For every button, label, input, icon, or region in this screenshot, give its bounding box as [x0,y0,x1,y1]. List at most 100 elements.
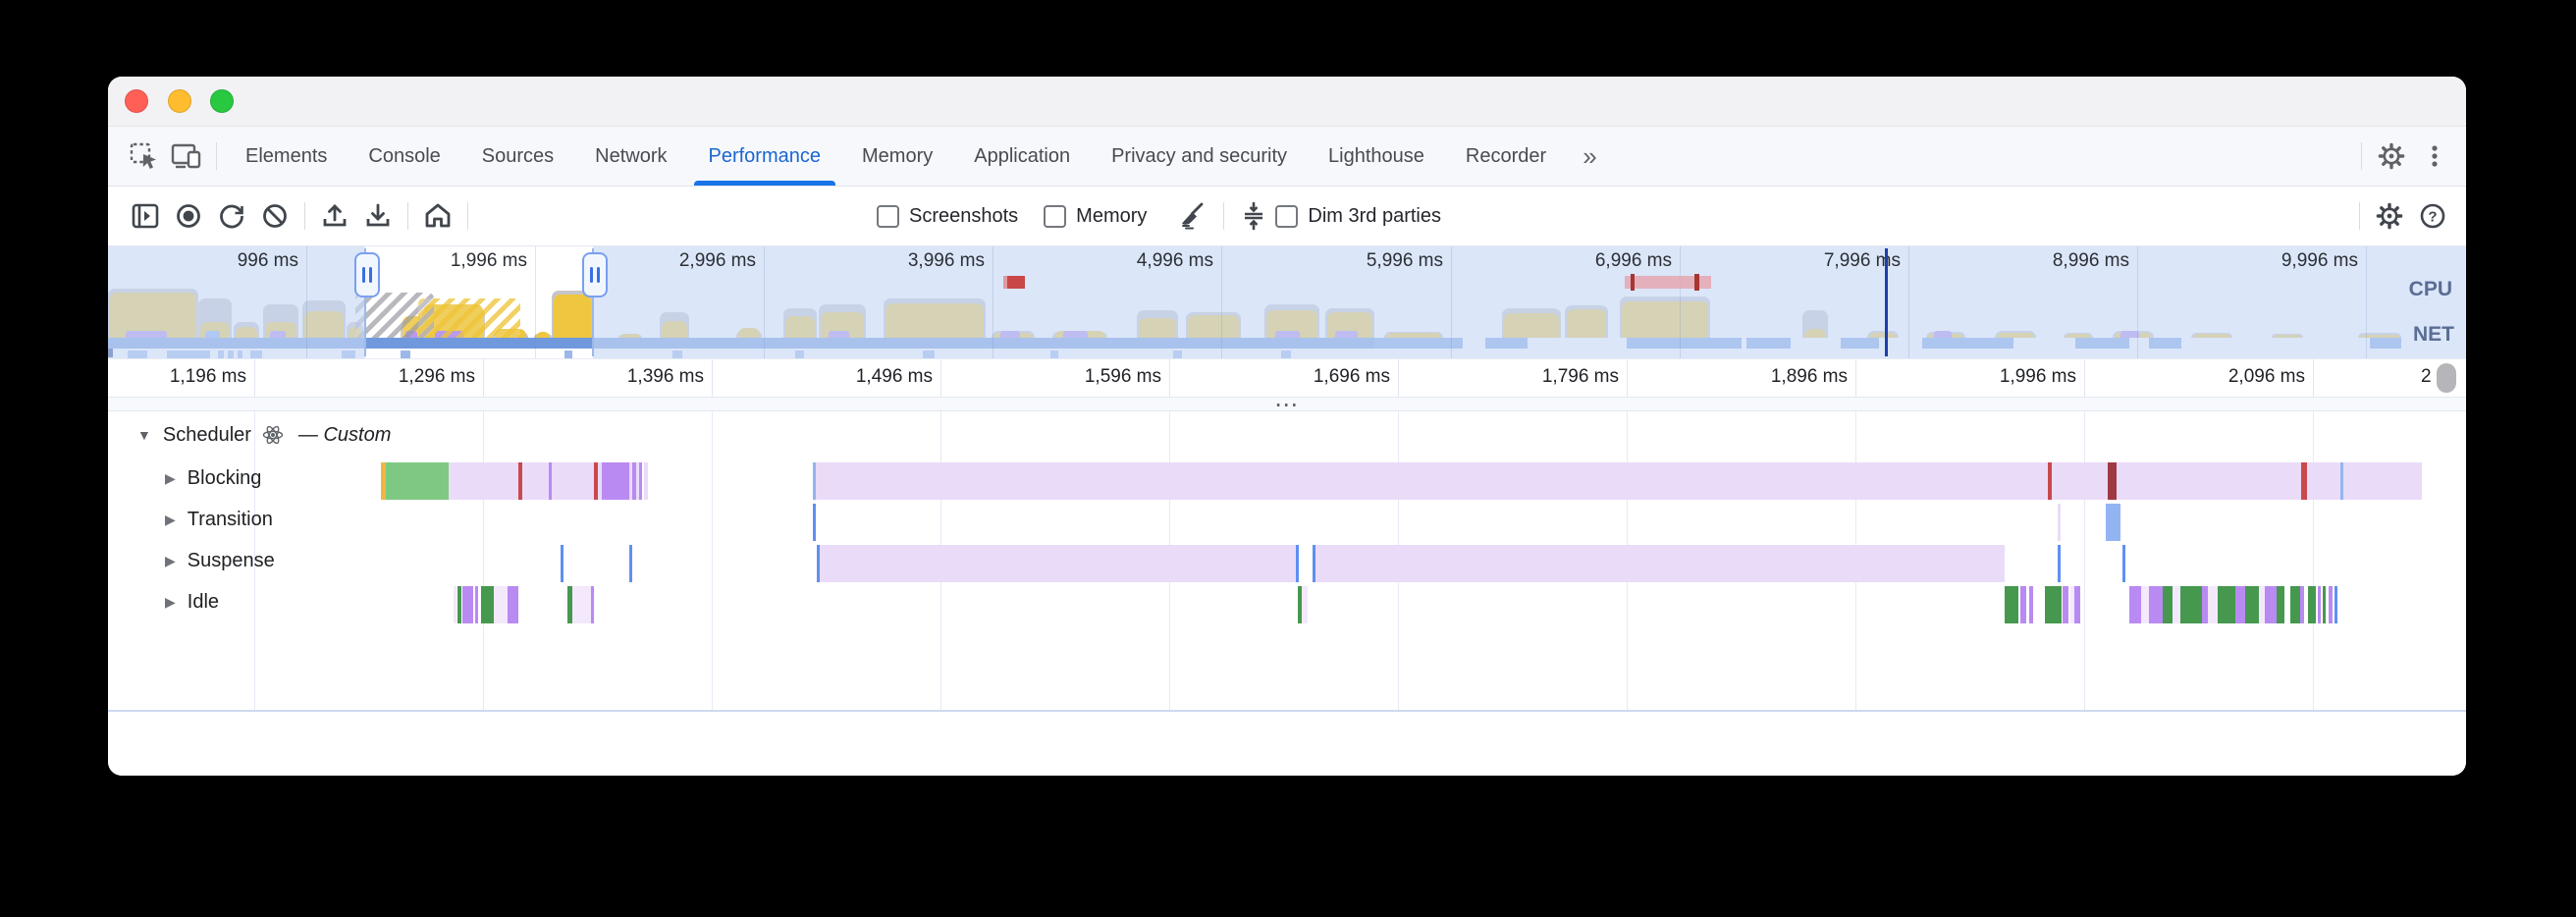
tab-memory[interactable]: Memory [862,144,934,167]
record-and-reload-icon[interactable] [210,194,253,238]
more-tabs-icon[interactable]: » [1583,140,1596,171]
close-button[interactable] [125,89,148,113]
record-icon[interactable] [167,194,210,238]
expand-triangle-icon[interactable]: ▶ [165,594,176,610]
ruler-time-label: 1,696 ms [1313,366,1390,387]
panel-splitter[interactable]: ⋯ [108,392,2466,418]
screenshots-checkbox-label[interactable]: Screenshots [909,204,1019,227]
help-icon[interactable]: ? [2411,194,2454,238]
tab-lighthouse[interactable]: Lighthouse [1328,144,1424,167]
minimize-button[interactable] [168,89,191,113]
ruler-time-label-partial: 2 [2421,366,2432,387]
row-label-idle[interactable]: ▶Idle [165,591,219,614]
overview-time-label: 4,996 ms [1136,250,1213,271]
tab-performance[interactable]: Performance [688,127,842,186]
overview-time-label: 2,996 ms [678,250,756,271]
overview-gridline [306,246,307,358]
divider [2361,142,2362,170]
expand-triangle-icon[interactable]: ▶ [165,553,176,568]
ruler-time-label: 1,496 ms [855,366,933,387]
ruler-gridline [712,359,713,397]
track-row-transition[interactable] [108,502,2466,543]
zoom-button[interactable] [210,89,234,113]
perf-bar [629,545,632,582]
selection-handle-left[interactable] [354,252,380,297]
perf-bar [2334,586,2337,623]
perf-bar [1296,545,1299,582]
perf-bar [2218,586,2235,623]
track-gridline [483,411,484,710]
perf-bar [2277,586,2284,623]
ruler-gridline [1855,359,1856,397]
clear-icon[interactable] [253,194,296,238]
expand-triangle-icon[interactable]: ▶ [165,512,176,527]
screenshots-checkbox[interactable] [877,204,899,228]
capture-settings-gear-icon[interactable] [2368,194,2411,238]
perf-bar [386,462,449,500]
perf-bar [561,545,564,582]
row-label-suspense[interactable]: ▶Suspense [165,550,275,572]
track-row-suspense[interactable] [108,543,2466,584]
selection-handle-right[interactable] [582,252,608,297]
row-label-transition[interactable]: ▶ Transition [165,509,273,531]
kebab-menu-icon[interactable] [2413,135,2456,178]
devtools-window: Elements Console Sources Network Performance… [108,77,2466,776]
tab-elements[interactable]: Elements [245,144,328,167]
svg-text:?: ? [2428,209,2437,226]
tab-sources[interactable]: Sources [481,144,555,167]
perf-bar [1313,545,1315,582]
perf-bar [457,586,461,623]
perf-bar [639,462,642,500]
track-row-idle[interactable] [108,584,2466,625]
memory-checkbox[interactable] [1044,204,1067,228]
row-label-text: Transition [187,509,273,530]
overview-time-label: 5,996 ms [1366,250,1443,271]
perf-bar [817,545,820,582]
garbage-collect-icon[interactable] [1172,194,1215,238]
perf-bar [2149,586,2163,623]
tab-recorder[interactable]: Recorder [1465,144,1547,167]
perf-bar [2029,586,2033,623]
overview-gridline [2137,246,2138,358]
device-toolbar-icon[interactable] [165,135,208,178]
playhead-cursor[interactable] [1885,248,1888,356]
live-metrics-home-icon[interactable] [416,194,459,238]
cpu-activity-shape [536,332,550,338]
perf-bar [2245,586,2259,623]
expand-triangle-icon[interactable]: ▶ [165,470,176,486]
ruler-gridline [1627,359,1628,397]
titlebar[interactable] [108,77,2466,127]
perf-bar [2106,504,2120,541]
scheduler-track-header[interactable]: ▼ Scheduler — Custom [137,423,391,447]
dim-3rd-parties-checkbox[interactable] [1275,204,1299,228]
dim-3rd-parties-checkbox-label[interactable]: Dim 3rd parties [1308,204,1442,227]
collapse-sections-icon[interactable] [1232,194,1275,238]
tab-application[interactable]: Application [974,144,1071,167]
perf-bar [2235,586,2245,623]
toggle-sidebar-icon[interactable] [124,194,167,238]
settings-gear-icon[interactable] [2370,135,2413,178]
track-area[interactable]: ▼ Scheduler — Custom ▶Blocking▶Transitio… [108,411,2466,710]
perf-bar [2202,586,2208,623]
save-profile-icon[interactable] [356,194,400,238]
divider [304,202,305,230]
perf-bar [1302,586,1308,623]
track-row-blocking[interactable] [108,460,2466,502]
load-profile-icon[interactable] [313,194,356,238]
tab-network[interactable]: Network [595,144,668,167]
tab-privacy-and-security[interactable]: Privacy and security [1111,144,1288,167]
perf-bar [594,462,598,500]
divider [216,142,217,170]
memory-checkbox-label[interactable]: Memory [1076,204,1148,227]
row-label-blocking[interactable]: ▶Blocking [165,467,261,490]
react-atom-icon [261,423,285,447]
perf-bar [508,586,518,623]
vertical-scrollbar-thumb[interactable] [2437,363,2456,393]
ruler-gridline [2313,359,2314,397]
tab-console[interactable]: Console [368,144,441,167]
perf-bar [1298,586,1302,623]
inspect-element-icon[interactable] [122,135,165,178]
collapse-triangle-icon[interactable]: ▼ [137,427,151,443]
